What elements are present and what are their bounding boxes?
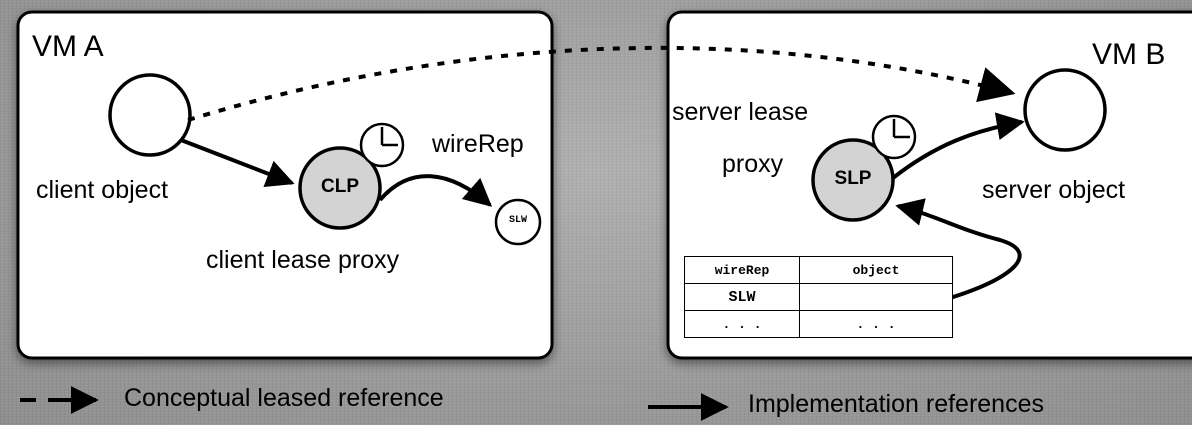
server-lease-proxy-label-line2: proxy <box>722 150 784 178</box>
wirerep-label: wireRep <box>432 130 524 158</box>
table-header-wirerep: wireRep <box>684 256 800 284</box>
table-cell-object: . . . <box>799 310 953 338</box>
clp-to-slw-arrow <box>378 174 493 207</box>
client-to-clp-arrow <box>180 138 295 187</box>
table-row: . . . . . . <box>684 310 953 338</box>
client-object-node <box>108 73 192 157</box>
legend-implementation-label: Implementation references <box>748 390 1044 418</box>
legend-conceptual-label: Conceptual leased reference <box>124 384 444 412</box>
table-row: SLW <box>684 283 953 311</box>
slp-to-server-arrow <box>891 112 1025 180</box>
table-cell-wirerep: SLW <box>684 283 800 311</box>
table-to-slp-arrow <box>895 198 1022 312</box>
table-cell-wirerep: . . . <box>684 310 800 338</box>
slp-label: SLP <box>834 168 872 189</box>
conceptual-reference-arrow <box>187 45 1016 122</box>
server-object-node <box>1023 68 1107 152</box>
slw-node-label: SLW <box>508 215 527 226</box>
client-lease-proxy-label: client lease proxy <box>206 246 400 274</box>
wirerep-table: wireRep object SLW . . . . . . <box>684 256 953 338</box>
clp-clock-icon <box>359 122 405 168</box>
slp-clock-icon <box>871 114 917 160</box>
table-header-row: wireRep object <box>684 256 953 284</box>
server-lease-proxy-label-line1: server lease <box>672 98 809 126</box>
client-object-label: client object <box>36 176 169 204</box>
clp-label: CLP <box>321 176 359 197</box>
server-object-label: server object <box>982 176 1126 204</box>
table-cell-object <box>799 283 953 311</box>
vm-b-title: VM B <box>1092 38 1166 71</box>
table-header-object: object <box>799 256 953 284</box>
slp-node <box>811 138 895 222</box>
clp-node <box>298 146 382 230</box>
slw-node <box>494 198 542 246</box>
vm-a-title: VM A <box>32 30 104 63</box>
